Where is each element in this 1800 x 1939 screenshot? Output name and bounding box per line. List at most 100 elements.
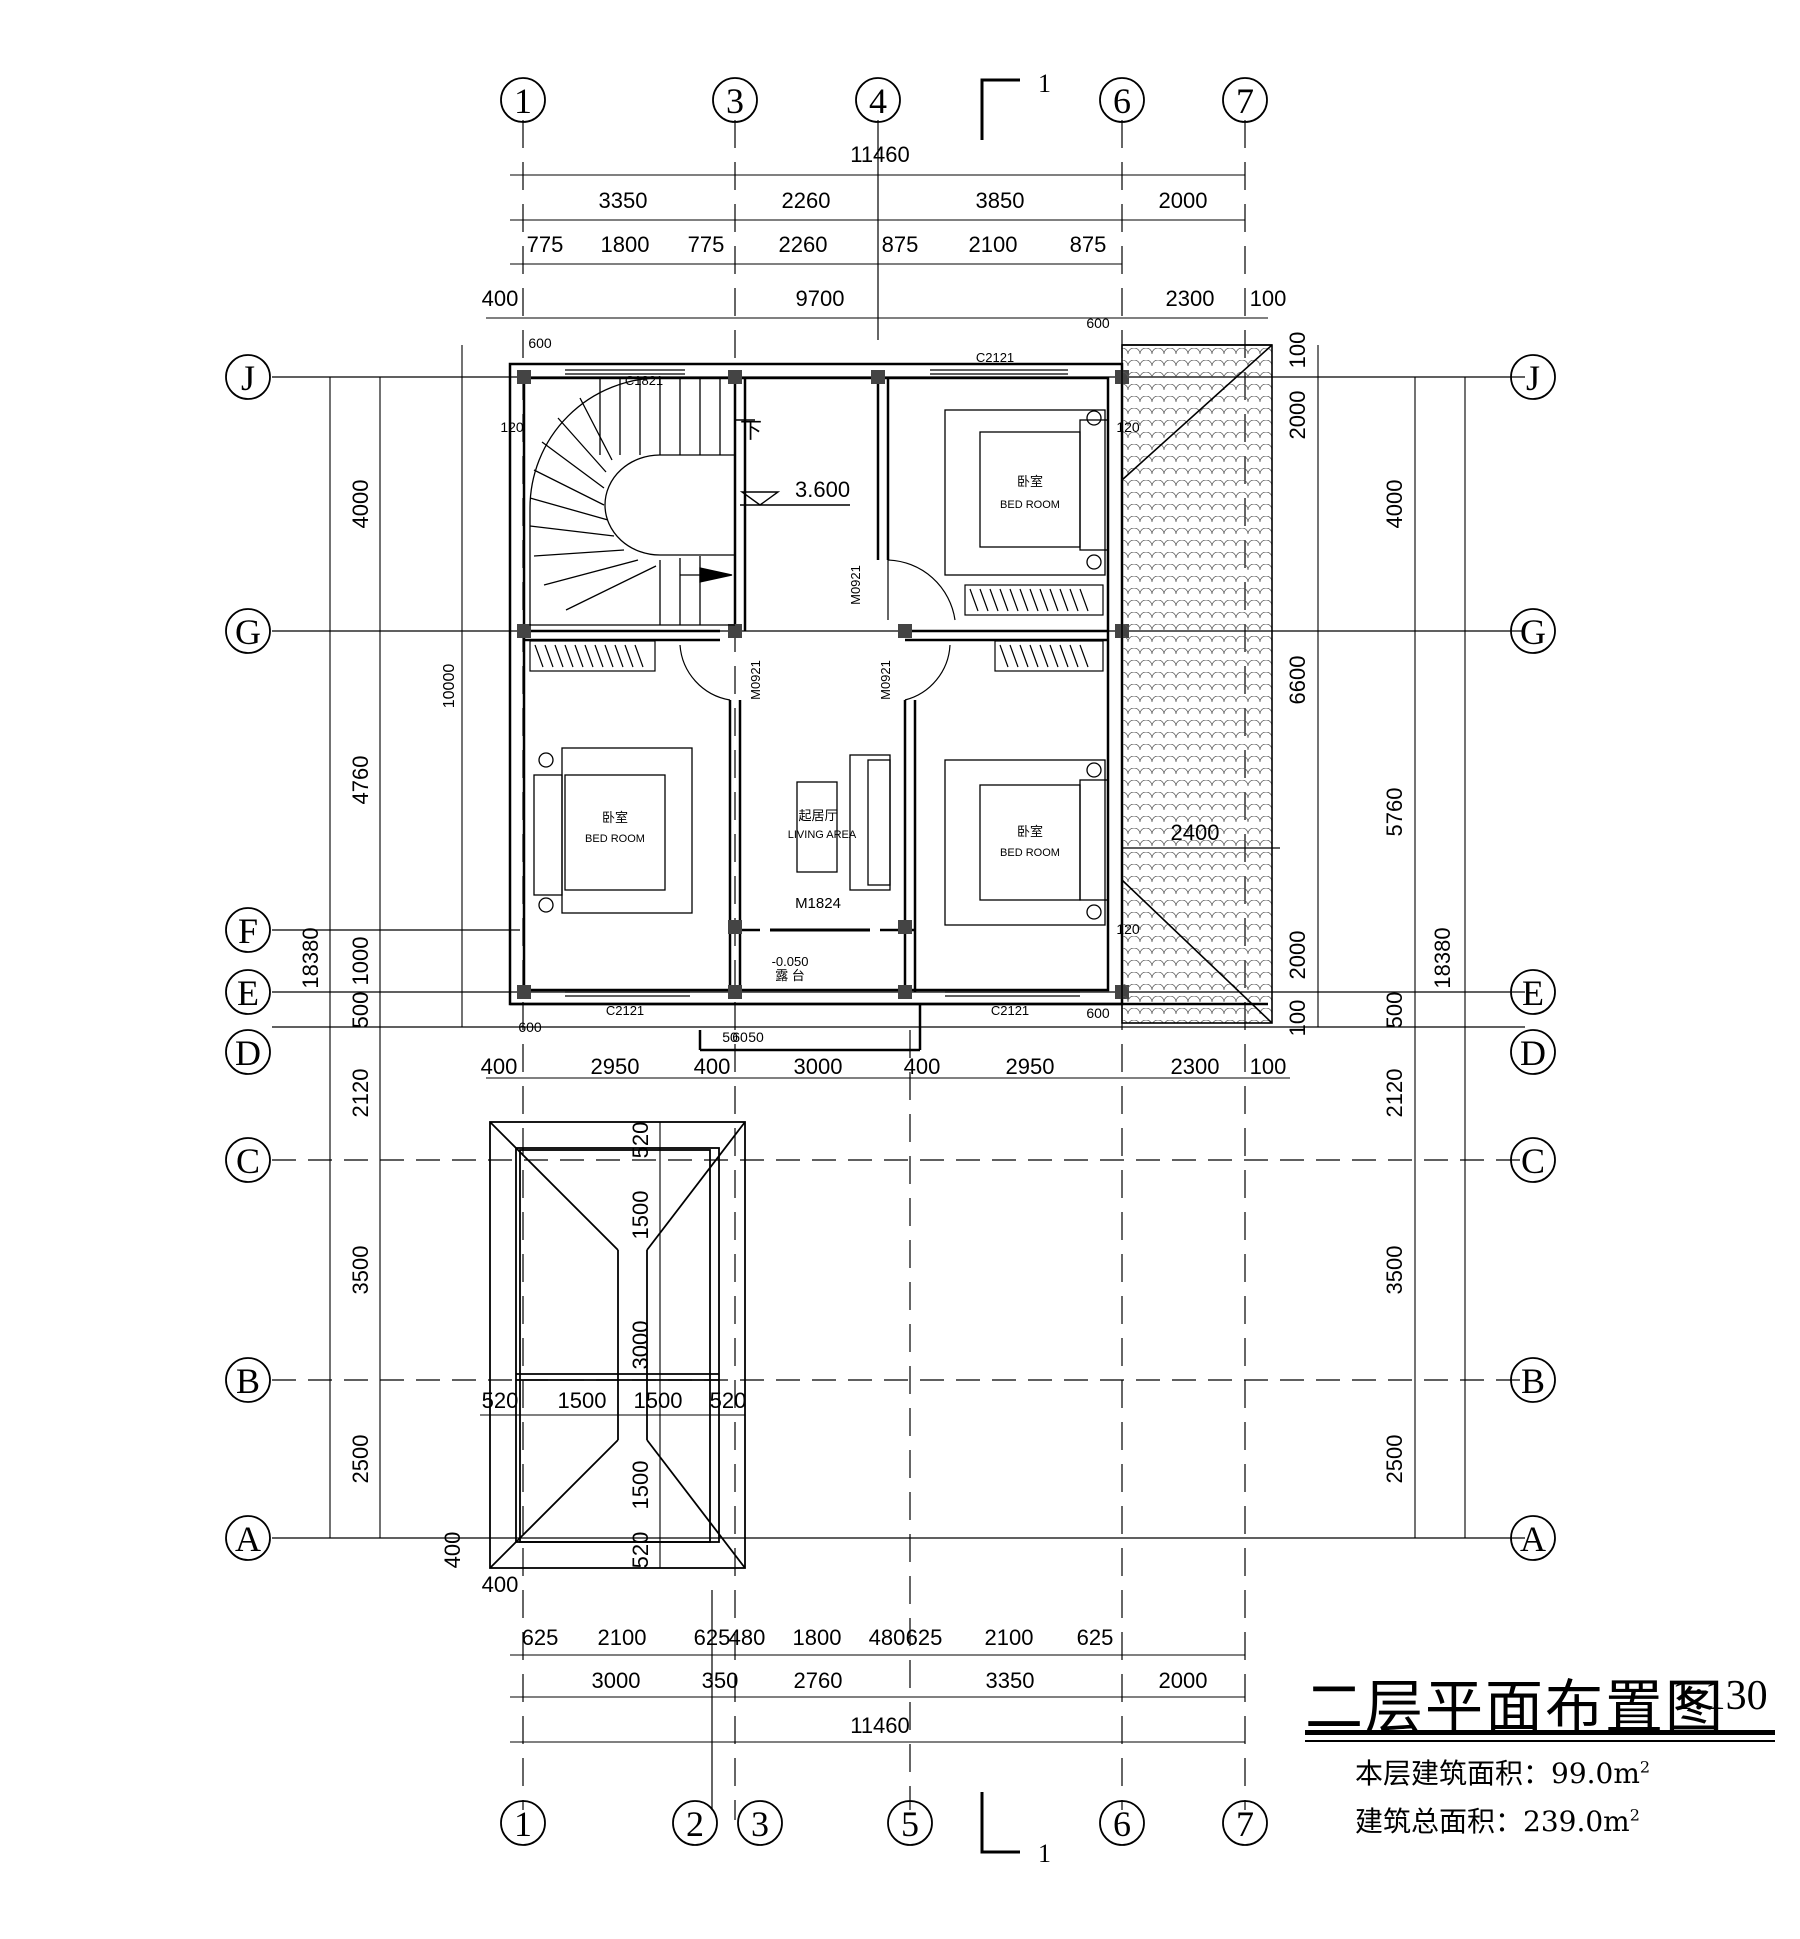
dim-small: 600 — [518, 1019, 542, 1035]
interior-walls — [524, 378, 1108, 992]
dim-top-row3: 100 — [1250, 286, 1287, 311]
dim-right-inner: 6600 — [1285, 656, 1310, 705]
stair-down-label: 下 — [740, 419, 762, 444]
axis-label-left: J — [241, 358, 255, 398]
axis-label-left: B — [236, 1361, 260, 1401]
dim-bottom-row2: 3000 — [592, 1668, 641, 1693]
dim-porch-side: 400 — [482, 1572, 519, 1597]
dim-terrace-width: 2400 — [1171, 820, 1220, 845]
dim-porch-h: 1500 — [634, 1388, 683, 1413]
axis-label-right: B — [1521, 1361, 1545, 1401]
dim-small: 50 — [748, 1029, 764, 1045]
dim-bottom-row1: 625 — [1077, 1625, 1114, 1650]
dim-small: 600 — [1086, 315, 1110, 331]
dim-mid-row: 2950 — [591, 1054, 640, 1079]
dim-left-outer: 2500 — [348, 1435, 373, 1484]
area-unit-superscript: 2 — [1639, 1757, 1651, 1777]
dim-bottom-row1: 480 — [869, 1625, 906, 1650]
dim-left-outer: 3500 — [348, 1246, 373, 1295]
dim-top-row3: 2300 — [1166, 286, 1215, 311]
dim-porch-h: 520 — [482, 1388, 519, 1413]
axis-label-right: E — [1522, 973, 1544, 1013]
axis-bubbles-left — [225, 354, 271, 1561]
total-area-value: 239.0m — [1523, 1805, 1630, 1838]
room-name-en: BED ROOM — [1000, 847, 1060, 859]
dim-top-row3: 9700 — [796, 286, 845, 311]
dim-mid-row: 400 — [481, 1054, 518, 1079]
dim-porch-h: 520 — [710, 1388, 747, 1413]
dim-small: 60 — [732, 1029, 748, 1045]
spiral-stair — [529, 377, 735, 626]
dim-right-outer: 4000 — [1382, 480, 1407, 529]
living-furniture — [796, 754, 891, 891]
dim-mid-row: 400 — [904, 1054, 941, 1079]
dim-small: 120 — [500, 419, 524, 435]
dim-top-row2: 2260 — [779, 232, 828, 257]
axis-label-right: J — [1526, 358, 1540, 398]
dim-top-row1: 3350 — [599, 188, 648, 213]
dim-bottom-row1: 1800 — [793, 1625, 842, 1650]
dim-mid-row: 400 — [694, 1054, 731, 1079]
room-name-cn: 卧室 — [1017, 824, 1043, 839]
window-tag-c2121: C2121 — [991, 1003, 1029, 1018]
dim-bottom-row2: 350 — [702, 1668, 739, 1693]
dim-small: 50 — [722, 1029, 738, 1045]
room-name-cn: 卧室 — [1017, 474, 1043, 489]
axis-label-left: F — [238, 911, 258, 951]
floor-area-row: 本层建筑面积：99.0m2 — [1355, 1752, 1650, 1792]
axis-label-bottom: 3 — [751, 1804, 769, 1844]
total-area-row: 建筑总面积：239.0m2 — [1355, 1800, 1640, 1840]
total-area-label: 建筑总面积： — [1355, 1805, 1524, 1838]
dim-bottom-row1: 625 — [694, 1625, 731, 1650]
section-mark-label: 1 — [1038, 69, 1051, 98]
tiled-terrace — [1121, 344, 1280, 1024]
living-name-cn: 起居厅 — [798, 808, 837, 823]
elevation-mark — [739, 491, 850, 506]
axis-label-right: D — [1520, 1033, 1546, 1073]
dim-right-inner: 100 — [1285, 1000, 1310, 1037]
title-underline — [1305, 1730, 1775, 1735]
dim-small: 120 — [1116, 921, 1140, 937]
room-name-en: BED ROOM — [585, 833, 645, 845]
floor-elevation: 3.600 — [795, 477, 850, 502]
axis-bubbles-bottom — [500, 1800, 1268, 1846]
window-tag-c2121: C2121 — [976, 350, 1014, 365]
bed-bottom-right — [944, 759, 1109, 926]
dim-bottom-row1: 625 — [522, 1625, 559, 1650]
dim-right-outer: 2120 — [1382, 1069, 1407, 1118]
dim-top-row1: 2260 — [782, 188, 831, 213]
axis-label-top: 6 — [1113, 81, 1131, 121]
dim-bottom-row2: 2000 — [1159, 1668, 1208, 1693]
dim-top-row2: 775 — [527, 232, 564, 257]
dim-left-outer: 4760 — [348, 756, 373, 805]
door-tag-m0921: M0921 — [748, 660, 763, 700]
axis-label-bottom: 6 — [1113, 1804, 1131, 1844]
dim-top-row2: 1800 — [601, 232, 650, 257]
door-swings — [679, 559, 956, 932]
dim-left-outer: 4000 — [348, 480, 373, 529]
window-tag-c2121: C2121 — [606, 1003, 644, 1018]
floor-area-label: 本层建筑面积： — [1355, 1757, 1552, 1790]
dim-bottom-row1: 625 — [906, 1625, 943, 1650]
dim-bottom-row2: 3350 — [986, 1668, 1035, 1693]
dim-top-row1: 2000 — [1159, 188, 1208, 213]
dim-top-row3: 400 — [482, 286, 519, 311]
dim-bottom-row2: 2760 — [794, 1668, 843, 1693]
axis-label-right: A — [1520, 1519, 1546, 1559]
title-underline-thin — [1305, 1740, 1775, 1742]
dim-small: 600 — [1086, 1005, 1110, 1021]
dimension-lines — [329, 174, 1466, 1743]
dim-right-total: 18380 — [1430, 927, 1455, 988]
dim-left-outer: 2120 — [348, 1069, 373, 1118]
dim-right-outer: 3500 — [1382, 1246, 1407, 1295]
dim-top-row2: 775 — [688, 232, 725, 257]
dim-porch-v: 520 — [628, 1532, 653, 1569]
axis-bubbles-right — [1510, 354, 1556, 1561]
room-name-cn: 卧室 — [602, 810, 628, 825]
axis-bubbles-top — [500, 77, 1268, 123]
axis-label-bottom: 7 — [1236, 1804, 1254, 1844]
dim-bottom-row1: 2100 — [985, 1625, 1034, 1650]
balcony-elevation: -0.050 — [772, 954, 809, 969]
dim-porch-h: 1500 — [558, 1388, 607, 1413]
